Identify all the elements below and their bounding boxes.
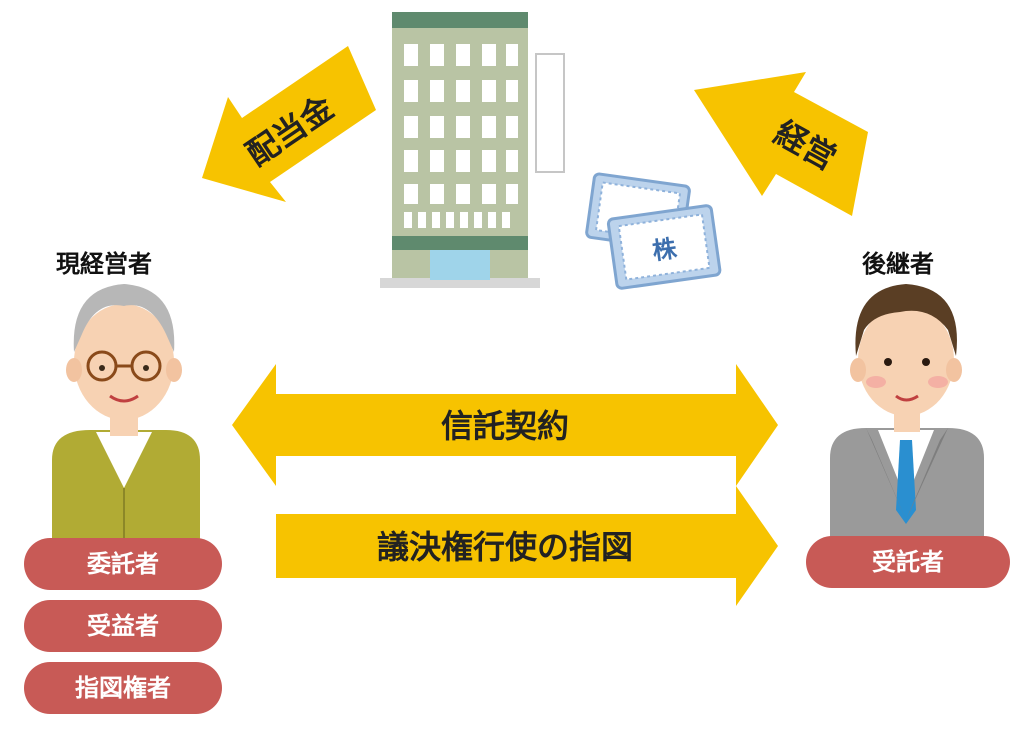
role-badge-beneficiary: 受益者 <box>24 600 222 652</box>
dividend-arrow: 配当金 <box>202 46 376 202</box>
successor-label: 後継者 <box>862 250 934 278</box>
management-arrow: 経営 <box>694 72 868 216</box>
elderly-manager-illustration <box>52 284 200 548</box>
current-manager-label: 現経営者 <box>56 250 152 278</box>
role-badge-settlor: 委託者 <box>24 538 222 590</box>
stock-kanji: 株 <box>651 234 680 265</box>
role-badge-trustee: 受託者 <box>806 536 1010 588</box>
office-building <box>380 12 565 288</box>
trust-contract-label: 信託契約 <box>441 407 569 445</box>
successor-illustration <box>830 284 984 540</box>
voting-instruction-arrow: 議決権行使の指図 <box>276 486 778 606</box>
voting-instruction-label: 議決権行使の指図 <box>377 528 633 566</box>
stock-certificate-icon: 株 <box>585 172 722 290</box>
role-badge-instructor: 指図権者 <box>24 662 222 714</box>
trust-contract-arrow: 信託契約 <box>232 364 778 486</box>
